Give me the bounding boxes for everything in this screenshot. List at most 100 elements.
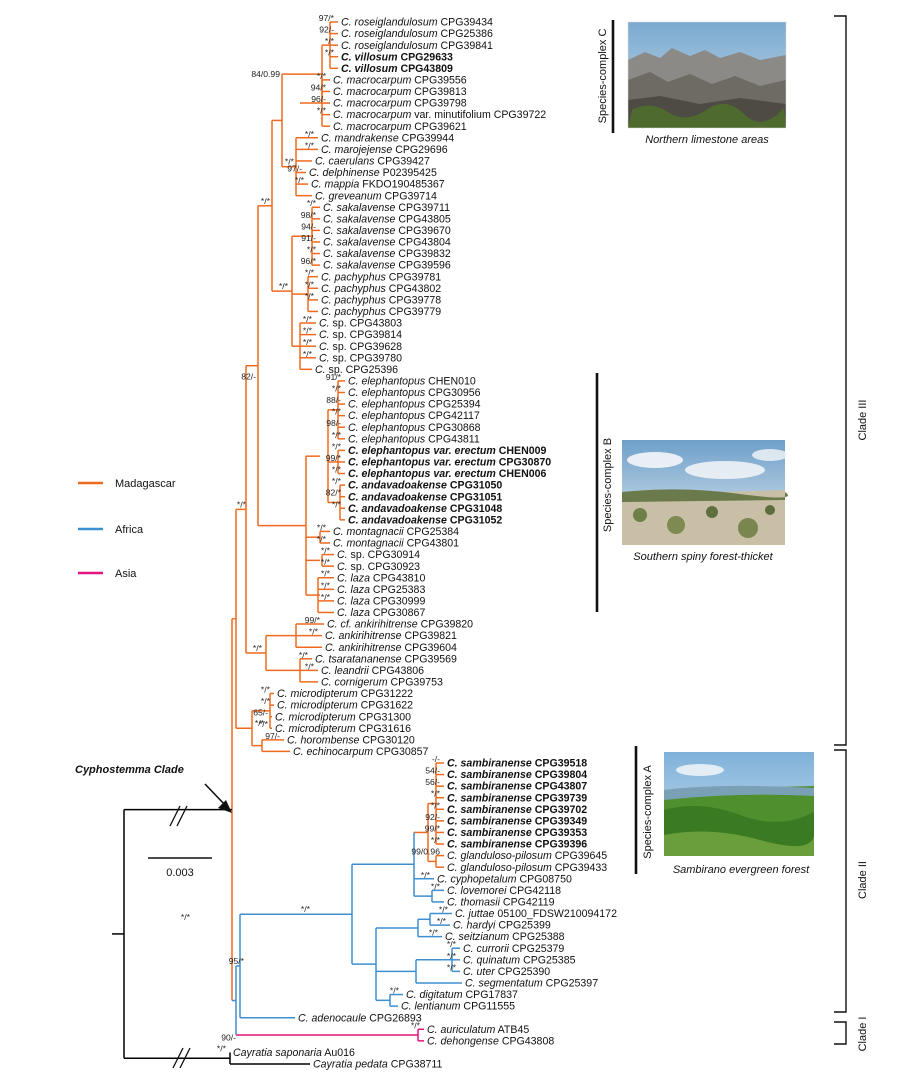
taxon-label: C. montagnacii CPG25384 bbox=[333, 526, 459, 538]
taxon-label: C. roseiglandulosum CPG39434 bbox=[341, 17, 493, 29]
internal-support-value: */* bbox=[261, 196, 271, 206]
taxon-code: CPG39804 bbox=[532, 769, 587, 781]
taxon-label: C. sambiranense CPG39804 bbox=[447, 769, 587, 781]
taxon-species: C. cyphopetalum bbox=[437, 873, 517, 885]
taxon-label: C. thomasii CPG42119 bbox=[447, 897, 555, 909]
support-value: 94/- bbox=[301, 221, 316, 231]
arrow-head-icon bbox=[218, 800, 232, 813]
legend-label-madagascar: Madagascar bbox=[115, 478, 176, 490]
support-value: 92/- bbox=[425, 812, 440, 822]
taxon-code: CPG11555 bbox=[460, 1001, 515, 1013]
taxon-species: C. sambiranense bbox=[447, 792, 532, 804]
taxon-species: C. sakalavense bbox=[323, 260, 396, 272]
taxon-label: C. sambiranense CPG39518 bbox=[447, 758, 587, 770]
taxon-species: C. horombense bbox=[287, 734, 360, 746]
taxon-label: C. sambiranense CPG39702 bbox=[447, 804, 587, 816]
taxon-species: C. sakalavense bbox=[323, 237, 396, 249]
taxon-label: C. laza CPG43810 bbox=[337, 572, 425, 584]
taxon-label: C. microdipterum CPG31222 bbox=[277, 688, 413, 700]
taxon-species: C. currorii bbox=[463, 943, 510, 955]
support-value: */* bbox=[447, 939, 457, 949]
taxon-code: CPG29633 bbox=[398, 51, 453, 63]
support-value: */* bbox=[299, 650, 309, 660]
taxon-code: CPG39604 bbox=[402, 642, 457, 654]
support-value: */* bbox=[309, 627, 319, 637]
support-value: */* bbox=[307, 245, 317, 255]
clade-iii-bracket bbox=[834, 15, 847, 746]
taxon-label: C. sambiranense CPG43807 bbox=[447, 781, 587, 793]
taxon-code: CPG39781 bbox=[386, 271, 441, 283]
support-value: 94/* bbox=[311, 82, 327, 92]
taxon-code: sp. CPG39780 bbox=[330, 352, 403, 364]
taxon-species: C. bbox=[319, 329, 330, 341]
taxon-code: CPG39841 bbox=[438, 40, 493, 52]
taxon-species: C. andavadoakense bbox=[348, 514, 447, 526]
support-value: 99/0.96 bbox=[411, 847, 440, 857]
taxon-label: C. elephantopus var. erectum CHEN006 bbox=[348, 468, 547, 480]
taxon-species: Cayratia pedata bbox=[313, 1059, 388, 1071]
taxon-species: C. bbox=[337, 549, 348, 561]
taxon-label: C. montagnacii CPG43801 bbox=[333, 538, 459, 550]
taxon-code: CPG39832 bbox=[395, 248, 450, 260]
taxon-species: C. villosum bbox=[341, 63, 398, 75]
taxon-code: CPG39621 bbox=[411, 121, 466, 133]
taxon-code: CPG39702 bbox=[532, 804, 587, 816]
taxon-code: CPG39821 bbox=[402, 630, 457, 642]
taxon-code: CPG25379 bbox=[509, 943, 564, 955]
internal-support-value: */* bbox=[181, 912, 191, 922]
taxon-label: C. pachyphus CPG39778 bbox=[321, 294, 441, 306]
taxon-species: C. sakalavense bbox=[323, 213, 396, 225]
taxon-species: Cayratia saponaria bbox=[233, 1047, 322, 1059]
taxon-label: C. elephantopus var. erectum CPG30870 bbox=[348, 457, 551, 469]
support-value: */* bbox=[332, 465, 342, 475]
taxon-species: C. greveanum bbox=[315, 190, 382, 202]
internal-support-value: */* bbox=[285, 157, 295, 167]
taxon-code: CPG31300 bbox=[356, 711, 411, 723]
clade-iii-label: Clade III bbox=[857, 400, 869, 441]
support-value: */* bbox=[305, 129, 315, 139]
taxon-label: C. greveanum CPG39714 bbox=[315, 190, 437, 202]
taxon-species: C. sakalavense bbox=[323, 202, 396, 214]
taxon-species: C. cornigerum bbox=[321, 677, 388, 689]
taxon-code: CPG39779 bbox=[386, 306, 441, 318]
support-value: */* bbox=[303, 314, 313, 324]
taxon-species: C. bbox=[337, 561, 348, 573]
taxon-label: C. ankirihitrense CPG39821 bbox=[325, 630, 457, 642]
support-value: 97/- bbox=[287, 164, 302, 174]
support-value: */* bbox=[295, 175, 305, 185]
taxon-code: sp. CPG39628 bbox=[330, 341, 403, 353]
taxon-label: C. seitzianum CPG25388 bbox=[445, 931, 565, 943]
taxon-species: C. seitzianum bbox=[445, 931, 509, 943]
taxon-code: CPG30999 bbox=[370, 595, 425, 607]
taxon-species: C. sambiranense bbox=[447, 827, 532, 839]
taxon-code: CPG25384 bbox=[404, 526, 459, 538]
taxon-code: CPG43802 bbox=[386, 283, 441, 295]
taxon-label: Cayratia saponaria Au016 bbox=[233, 1047, 355, 1059]
taxon-label: C. pachyphus CPG43802 bbox=[321, 283, 441, 295]
taxon-species: C. pachyphus bbox=[321, 306, 386, 318]
taxon-label: C. auriculatum ATB45 bbox=[427, 1024, 529, 1036]
support-value: */* bbox=[332, 499, 342, 509]
taxon-species: C. villosum bbox=[341, 51, 398, 63]
support-value: */* bbox=[431, 881, 441, 891]
taxon-code: CPG39596 bbox=[395, 260, 450, 272]
taxon-label: C. marojejense CPG29696 bbox=[321, 144, 448, 156]
taxon-code: P02395425 bbox=[380, 167, 437, 179]
taxon-label: C. adenocaule CPG26893 bbox=[298, 1012, 422, 1024]
taxon-species: C. andavadoakense bbox=[348, 503, 447, 515]
taxon-species: C. macrocarpum bbox=[333, 86, 411, 98]
taxon-species: C. digitatum bbox=[406, 989, 463, 1001]
photo-caption-b: Southern spiny forest-thicket bbox=[633, 551, 773, 563]
support-value: */* bbox=[317, 106, 327, 116]
taxon-label: C. villosum CPG43809 bbox=[341, 63, 453, 75]
taxon-species: C. elephantopus var. erectum bbox=[348, 468, 496, 480]
support-value: -/- bbox=[432, 754, 440, 764]
taxon-code: CPG39753 bbox=[388, 677, 443, 689]
taxon-label: C. sakalavense CPG39832 bbox=[323, 248, 451, 260]
taxon-label: C. lovemorei CPG42118 bbox=[447, 885, 561, 897]
support-value: */* bbox=[439, 904, 449, 914]
taxon-code: CPG30857 bbox=[373, 746, 428, 758]
taxon-code: CPG30868 bbox=[425, 422, 480, 434]
taxon-species: C. sakalavense bbox=[323, 248, 396, 260]
taxon-species: C. tsaratananense bbox=[315, 653, 402, 665]
